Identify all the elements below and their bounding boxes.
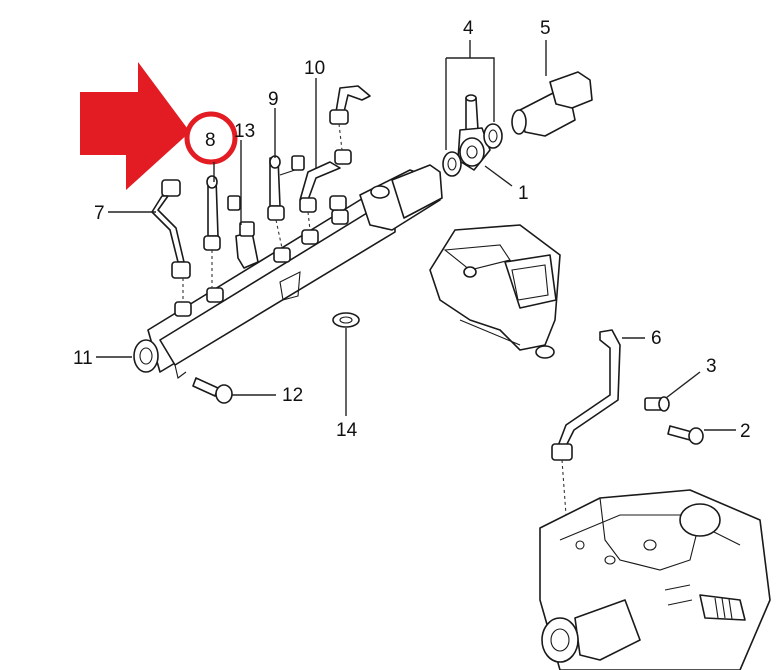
- callout-2: 2: [740, 421, 751, 442]
- callout-labels: 1 2 3 4 5 6 7 8 9 10 11 12 13 14: [73, 18, 751, 442]
- callout-4: 4: [463, 18, 474, 39]
- leader-lines: [96, 40, 736, 431]
- callout-13: 13: [234, 121, 255, 142]
- injector-pipe-7: [151, 179, 191, 279]
- injector-pipe-9: [267, 155, 305, 221]
- high-pressure-pump: [539, 489, 771, 670]
- injector-pipe-10: [299, 85, 371, 213]
- banjo-fitting: [457, 94, 491, 171]
- highlight-circle: [184, 111, 238, 165]
- bolt-2: [667, 425, 704, 445]
- callout-6: 6: [651, 328, 662, 349]
- callout-12: 12: [282, 385, 303, 406]
- sensor-3: [644, 396, 670, 412]
- callout-10: 10: [304, 58, 325, 79]
- callout-7: 7: [94, 203, 105, 224]
- callout-11: 11: [73, 348, 93, 369]
- washer-14: [332, 312, 360, 328]
- pressure-sensor: [235, 221, 259, 269]
- injector-pipe-8: [203, 175, 241, 251]
- mounting-bracket: [429, 224, 561, 359]
- bolt-12: [192, 377, 233, 404]
- callout-5: 5: [540, 18, 551, 39]
- sealing-washers: [442, 123, 503, 177]
- red-pointer-arrow-icon: [80, 62, 190, 190]
- fuel-rail: [133, 164, 443, 379]
- callout-8: 8: [205, 130, 216, 151]
- callout-9: 9: [268, 89, 279, 110]
- callout-1: 1: [518, 183, 529, 204]
- pressure-valve: [511, 71, 593, 137]
- callout-14: 14: [336, 420, 358, 441]
- callout-3: 3: [706, 356, 717, 377]
- fuel-pipe-6: [551, 329, 621, 461]
